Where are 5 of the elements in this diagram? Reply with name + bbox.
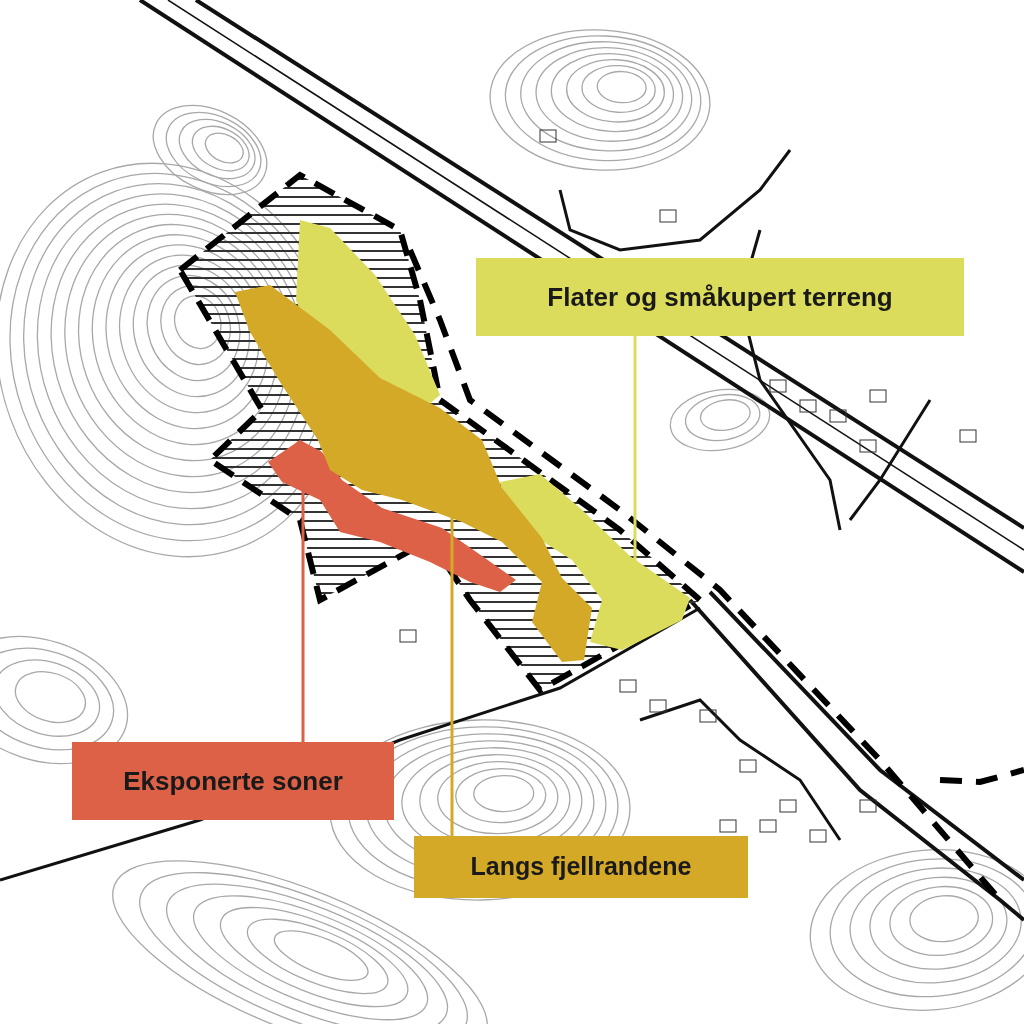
zone-area bbox=[268, 440, 516, 592]
zone-label: Langs fjellrandene bbox=[414, 836, 748, 898]
zone-label: Eksponerte soner bbox=[72, 742, 394, 820]
zone-label: Flater og småkupert terreng bbox=[476, 258, 964, 336]
leader-line bbox=[633, 336, 637, 562]
